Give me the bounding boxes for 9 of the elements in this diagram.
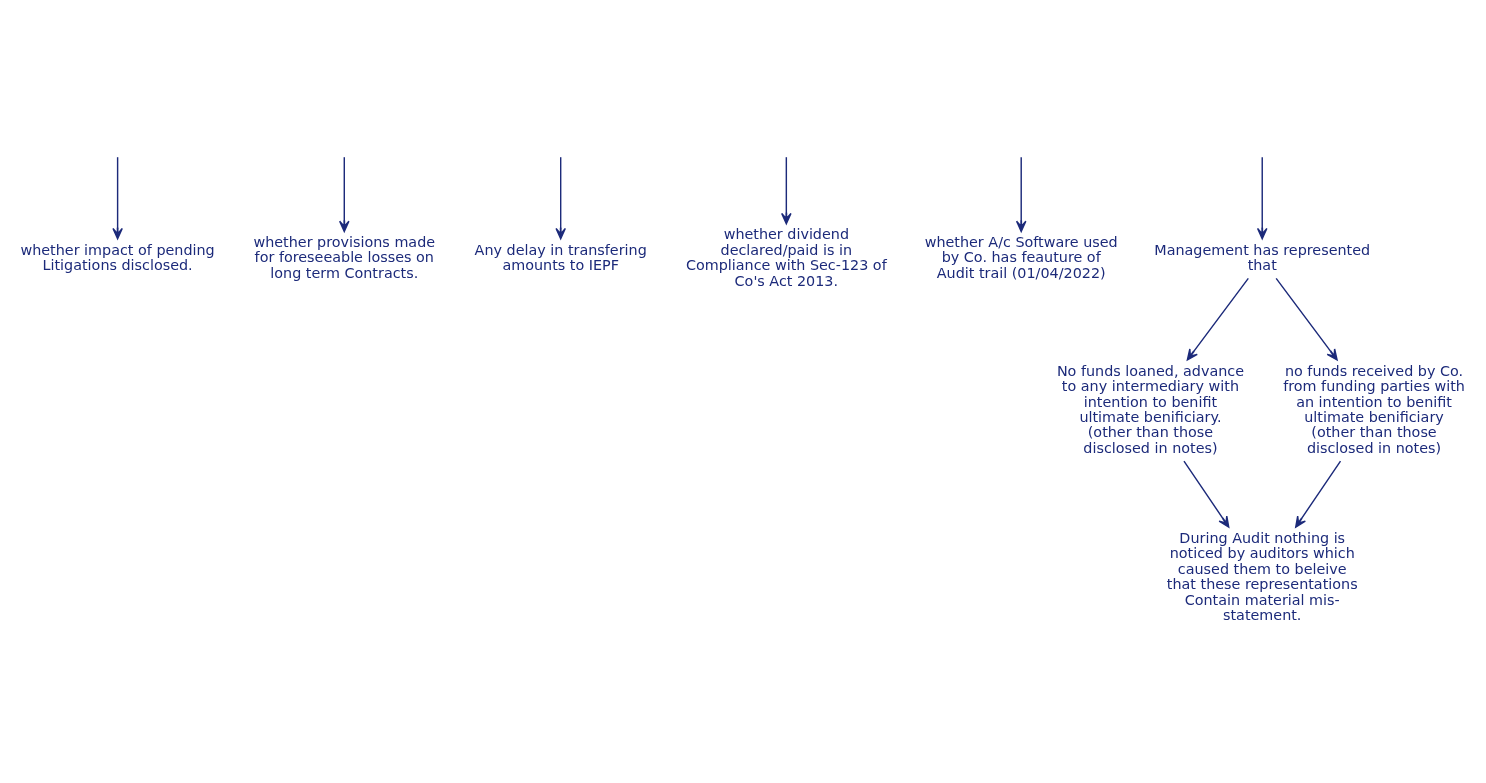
node-text: whether provisions made for foreseeable losses on long term Contracts. bbox=[253, 233, 436, 281]
node-text: whether impact of pending Litigations disclosed. bbox=[20, 241, 215, 273]
node-text: No funds loaned, advance to any intermediary with intention to benifit ultimate benificiary. (other than those disclosed in notes) bbox=[1056, 362, 1244, 456]
node-text: During Audit nothing is noticed by auditors which caused them to beleive that these representations Contain material mis-statement. bbox=[1166, 529, 1358, 623]
node-text: Management has represented that bbox=[1154, 241, 1371, 273]
node-text: Any delay in transfering amounts to IEPF bbox=[474, 241, 647, 273]
node-text: whether dividend declared/paid is in Compliance with Sec-123 of Co's Act 2013. bbox=[685, 225, 887, 289]
node-text: no funds received by Co. from funding parties with an intention to benifit ultimate benificiary (other than those disclosed in notes) bbox=[1283, 362, 1465, 456]
node-text: whether A/c Software used by Co. has feauture of Audit trail (01/04/2022) bbox=[924, 233, 1118, 281]
